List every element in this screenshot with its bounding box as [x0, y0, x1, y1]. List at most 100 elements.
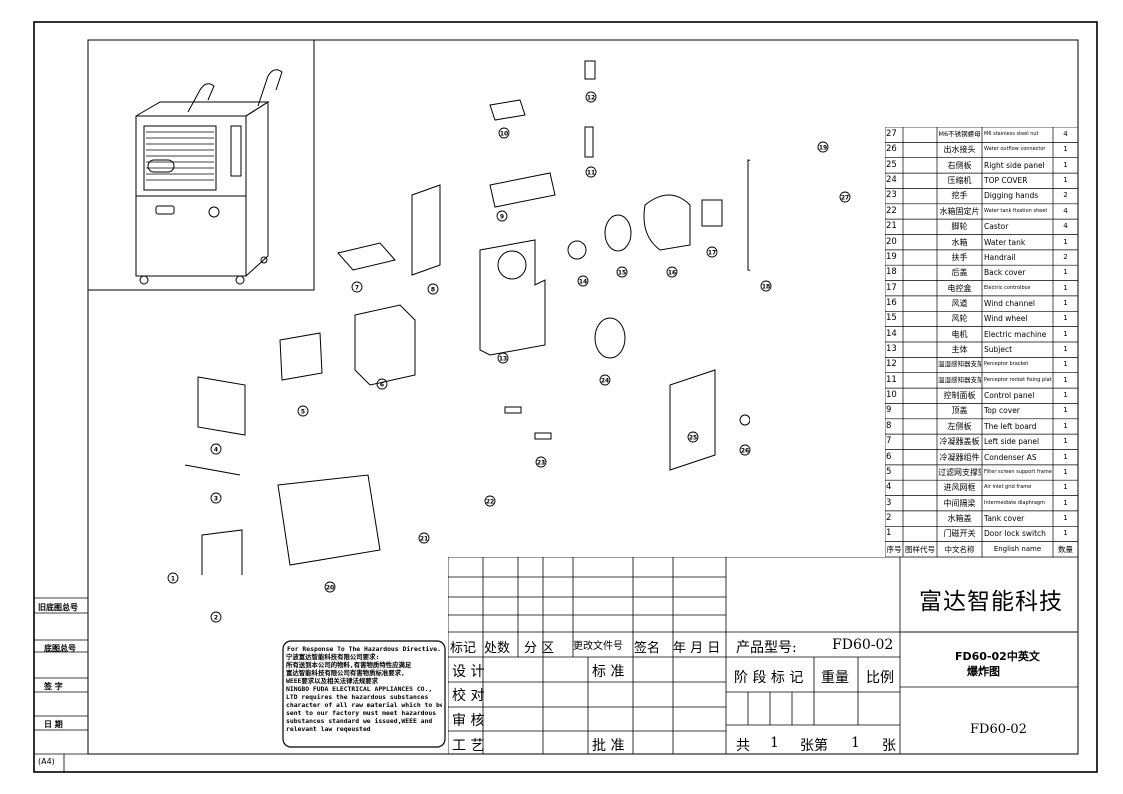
- parts-row-cn-name: 扶手: [951, 252, 968, 262]
- parts-row-cn-name: 挖手: [951, 191, 968, 201]
- parts-row-qty: 4: [1063, 206, 1068, 215]
- parts-row-no: 3: [886, 497, 892, 508]
- parts-row-en-name: Condenser AS: [984, 452, 1037, 462]
- parts-row-no: 2: [886, 512, 892, 523]
- parts-row-no: 21: [886, 221, 897, 232]
- parts-row-qty: 2: [1063, 252, 1068, 261]
- parts-row-cn-name: 电机: [951, 329, 968, 339]
- parts-row-cn-name: 冷凝器组件: [939, 452, 980, 462]
- part-7-shape: [337, 242, 396, 271]
- parts-row-en-name: Control panel: [984, 391, 1035, 401]
- revision-header-4: 签名: [634, 641, 661, 656]
- parts-row-no: 12: [886, 359, 897, 370]
- svg-text:11: 11: [587, 169, 595, 176]
- svg-text:27: 27: [841, 194, 849, 201]
- balloon-18: 18: [760, 280, 772, 292]
- parts-row-qty: 1: [1063, 268, 1068, 277]
- parts-row-en-name: TOP COVER: [984, 176, 1028, 186]
- parts-row-qty: 1: [1063, 421, 1068, 430]
- approve-label: 批 准: [592, 738, 625, 754]
- parts-row-qty: 1: [1063, 406, 1068, 415]
- svg-text:9: 9: [500, 213, 504, 220]
- part-10-shape: [489, 99, 526, 121]
- balloon-13: 13: [497, 352, 509, 364]
- parts-row-no: 24: [886, 175, 897, 186]
- standard-label: 标 准: [592, 664, 625, 680]
- role-label-0: 设 计: [452, 664, 485, 680]
- part-17-shape: [701, 199, 723, 227]
- role-label-3: 工 艺: [452, 738, 485, 754]
- parts-row-no: 8: [886, 420, 892, 431]
- parts-row-en-name: The left board: [984, 421, 1037, 431]
- balloon-11: 11: [585, 166, 597, 178]
- base-number-label: 底图总号: [44, 644, 76, 653]
- svg-text:5: 5: [301, 408, 305, 415]
- parts-row-qty: 1: [1063, 176, 1068, 185]
- parts-row-cn-name: 过滤网支撑架: [938, 467, 981, 477]
- header-qty: 数量: [1058, 544, 1073, 554]
- drawing-title-line-2: 爆炸图: [967, 665, 1000, 678]
- part-12-shape: [584, 60, 596, 80]
- parts-row-cn-name: 温湿感知器支架固定板: [938, 375, 981, 384]
- parts-row-en-name: Castor: [984, 222, 1009, 232]
- parts-row-en-name: Air inlet grid frame: [984, 484, 1032, 491]
- parts-row-cn-name: 电控盒: [947, 283, 972, 293]
- role-label-1: 校 对: [452, 688, 485, 704]
- parts-row-en-name: Perceptor bracket: [984, 361, 1029, 368]
- parts-row-qty: 1: [1063, 391, 1068, 400]
- parts-row-no: 25: [886, 159, 897, 170]
- model-value: FD60-02: [832, 637, 894, 653]
- balloon-15: 15: [616, 266, 628, 278]
- parts-row-cn-name: 温湿感知器支架: [938, 360, 981, 369]
- svg-text:2: 2: [214, 614, 218, 621]
- hazard-note-line: 宁波富达智能科技有限公司要求:: [286, 653, 380, 661]
- weight-label: 重量: [821, 670, 849, 686]
- parts-row-en-name: Water tank: [984, 237, 1026, 247]
- hazard-note-line: sent to our factory must meet hazardous: [286, 709, 437, 717]
- title-block-grid: [448, 557, 1078, 755]
- parts-row-qty: 2: [1063, 191, 1068, 200]
- balloon-17: 17: [706, 246, 718, 258]
- parts-row-no: 23: [886, 190, 897, 201]
- parts-row-qty: 1: [1063, 513, 1068, 522]
- parts-row-qty: 1: [1063, 237, 1068, 246]
- parts-row-en-name: Electric controlbox: [984, 284, 1031, 291]
- parts-row-cn-name: 水箱盖: [947, 513, 972, 523]
- revision-header-1: 处数: [484, 641, 511, 656]
- balloon-21: 21: [418, 532, 430, 544]
- parts-row-cn-name: 中间隔梁: [943, 498, 976, 508]
- parts-row-cn-name: 出水接头: [943, 145, 976, 155]
- parts-row-en-name: Digging hands: [984, 191, 1039, 201]
- parts-row-cn-name: 顶盖: [951, 406, 968, 416]
- svg-text:8: 8: [431, 286, 435, 293]
- parts-row-qty: 4: [1063, 222, 1068, 231]
- parts-row-cn-name: 冷凝器盖板: [939, 437, 980, 447]
- svg-text:21: 21: [420, 535, 428, 542]
- hazard-note-line: 富达智能科技有限公司有害物质标准要求,: [286, 669, 405, 677]
- parts-row-en-name: Tank cover: [984, 513, 1025, 523]
- old-base-number-label: 旧底图总号: [38, 603, 78, 612]
- hazard-note-frame: [282, 640, 446, 748]
- date-label: 日 期: [44, 720, 63, 729]
- balloon-5: 5: [297, 405, 309, 417]
- parts-row-no: 27: [886, 129, 897, 139]
- parts-row-en-name: Wind channel: [984, 298, 1035, 308]
- parts-row-cn-name: 水箱: [951, 237, 968, 247]
- part-24-shape: [594, 317, 626, 359]
- header-no: 序号: [886, 544, 902, 554]
- balloon-24: 24: [599, 374, 611, 386]
- svg-text:1: 1: [171, 575, 175, 582]
- parts-row-en-name: Handrail: [984, 252, 1016, 262]
- part-3-shape: [184, 464, 241, 476]
- svg-text:25: 25: [689, 434, 697, 441]
- hazard-note-line: 所有送到本公司的物料,有害物质特性应满足: [286, 661, 412, 669]
- balloon-8: 8: [427, 283, 439, 295]
- parts-row-cn-name: 水箱固定片: [939, 206, 980, 216]
- revision-header-5: 年 月 日: [673, 641, 721, 656]
- parts-row-qty: 1: [1063, 329, 1068, 338]
- balloon-12: 12: [585, 91, 597, 103]
- svg-text:26: 26: [741, 447, 749, 454]
- parts-row-no: 26: [886, 144, 897, 155]
